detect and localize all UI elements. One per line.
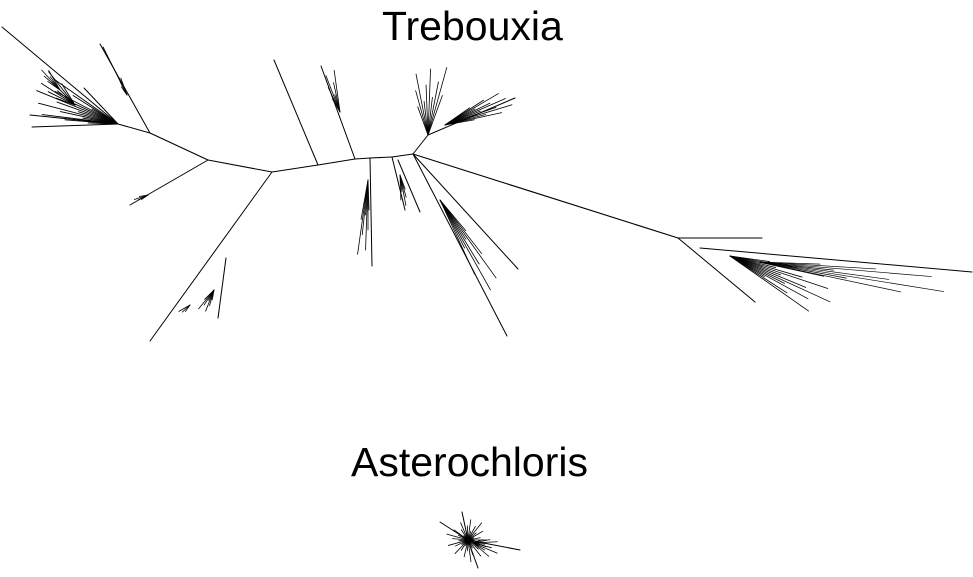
clade-branch (321, 66, 355, 159)
leaf-branch (32, 124, 118, 127)
leaf-branch (326, 76, 340, 112)
backbone-branch (318, 159, 355, 165)
clade-branch (274, 60, 318, 165)
leaf-branch (445, 105, 512, 125)
backbone-branch (392, 154, 413, 157)
clade-branch (2, 27, 118, 124)
backbone-branch (370, 157, 392, 158)
leaf-branch (428, 98, 515, 135)
leaf-branch (121, 78, 127, 95)
leaf-branch (760, 262, 944, 292)
clade-branch (413, 154, 507, 336)
leaf-branch (440, 200, 496, 278)
leaf-branch (218, 258, 226, 318)
trebouxia-label: Trebouxia (382, 6, 563, 47)
clade-branch (413, 135, 428, 154)
leaf-branch (440, 200, 475, 274)
leaf-branch (428, 68, 447, 135)
backbone-branch (355, 158, 370, 159)
clade-branch (678, 238, 755, 302)
leaf-branch (416, 74, 428, 135)
clade-branch (413, 154, 518, 269)
backbone-branch (150, 133, 208, 160)
clade-branch (370, 158, 372, 266)
clade-branch (150, 172, 272, 341)
leaf-branch (440, 200, 479, 264)
asterochloris-label: Asterochloris (351, 442, 588, 483)
leaf-branch (440, 200, 490, 290)
backbone-branch (272, 165, 318, 172)
backbone-branch (208, 160, 272, 172)
